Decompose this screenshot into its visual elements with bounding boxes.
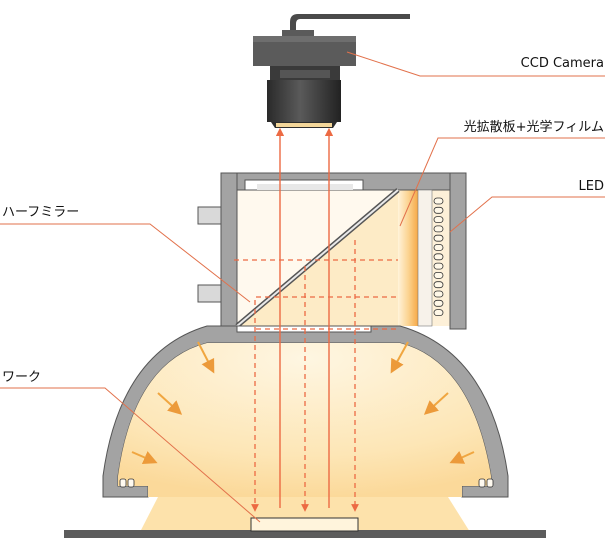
dome-light-arrow	[197, 341, 215, 374]
coaxial-box	[197, 172, 467, 330]
led-chip	[433, 299, 444, 307]
work-piece	[250, 517, 359, 532]
led-chip	[433, 262, 444, 270]
dome-light-arrow	[423, 392, 449, 415]
led-chip	[433, 309, 444, 317]
dome-led-left	[119, 478, 135, 488]
label-work: ワーク	[2, 370, 41, 385]
led-chip	[433, 271, 444, 279]
led-chip	[433, 290, 444, 298]
dome-light-arrow	[131, 451, 158, 464]
dome-led-right	[478, 478, 494, 488]
led-array-icon	[433, 197, 444, 317]
led-chip	[433, 216, 444, 224]
label-half-mirror: ハーフミラー	[2, 205, 79, 220]
reflected-rays	[275, 127, 334, 508]
dome-light-arrow	[157, 392, 183, 415]
dome-light-arrow	[449, 450, 475, 464]
light-path-grid	[234, 240, 398, 512]
led-chip	[433, 197, 444, 205]
led-chip	[433, 225, 444, 233]
label-diffuser-film: 光拡散板+光学フィルム	[464, 119, 604, 135]
ccd-camera-icon	[253, 14, 410, 128]
dome-light-arrow	[390, 341, 409, 374]
led-chip	[433, 206, 444, 214]
dome-light-arrows	[131, 341, 475, 464]
led-chip	[433, 244, 444, 251]
diffuser-plate	[398, 190, 418, 326]
stage	[64, 530, 546, 538]
led-chip	[433, 253, 444, 261]
led-chip	[433, 234, 444, 242]
leader-lines	[0, 51, 605, 523]
label-led: LED	[579, 179, 604, 194]
led-chip	[433, 281, 444, 289]
label-ccd-camera: CCD Camera	[521, 56, 604, 71]
